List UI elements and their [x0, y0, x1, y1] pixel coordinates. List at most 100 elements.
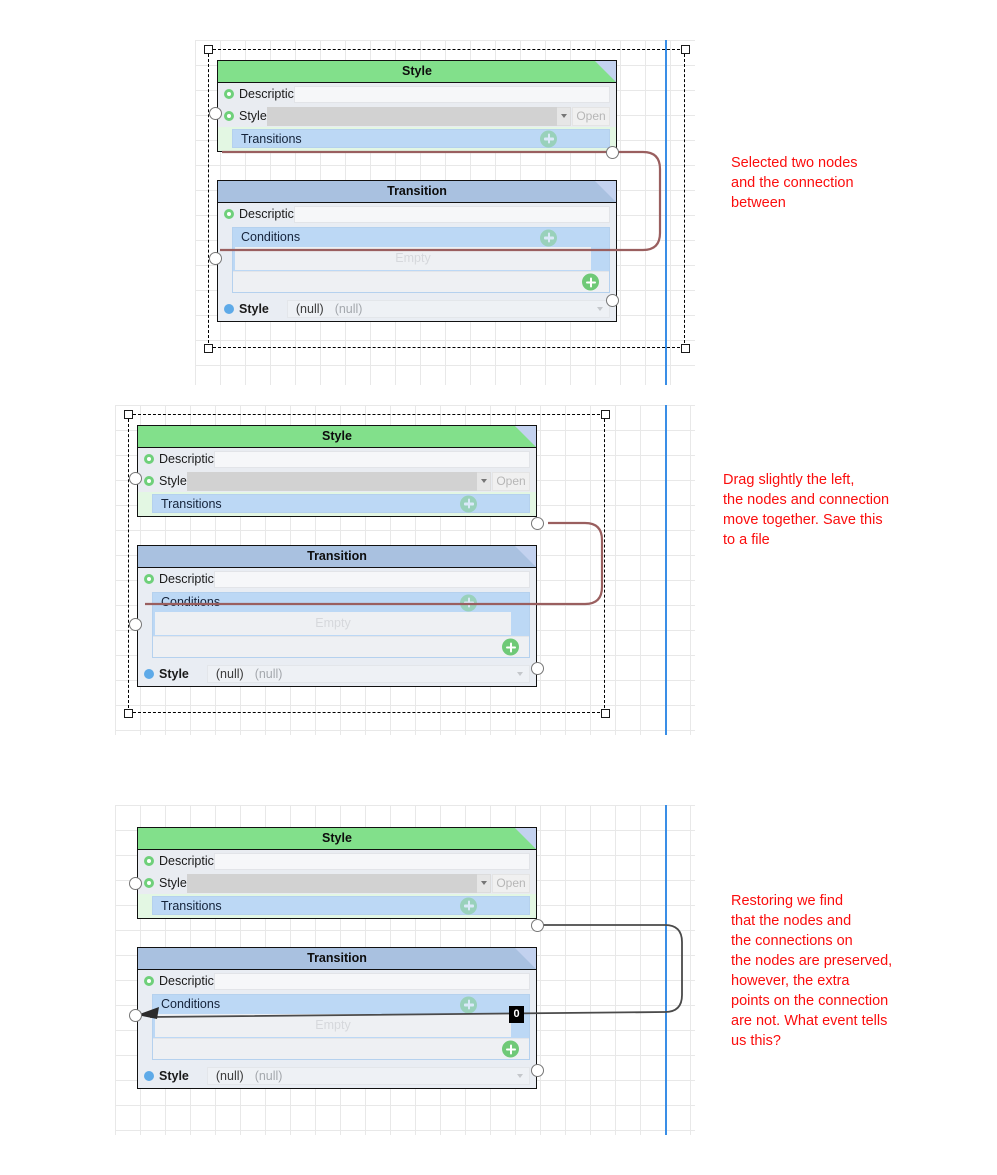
- selection-handle-top-left[interactable]: [204, 45, 213, 54]
- transitions-list-header[interactable]: Transitions: [152, 896, 530, 915]
- canvas-panel-2[interactable]: Style Descriptic Style Open Transition: [115, 405, 695, 735]
- transition-style-combo[interactable]: (null) (null): [206, 1067, 530, 1085]
- style-combo-value[interactable]: [186, 471, 477, 491]
- node-style-input-port[interactable]: [209, 107, 222, 120]
- style-combo[interactable]: [266, 106, 571, 126]
- description-input[interactable]: [213, 450, 530, 468]
- port-bullet-icon[interactable]: [144, 976, 154, 986]
- port-bullet-icon[interactable]: [144, 454, 154, 464]
- port-bullet-icon[interactable]: [224, 304, 234, 314]
- node-style[interactable]: Style Descriptic Style Open Transition: [137, 827, 537, 919]
- field-style[interactable]: Style Open: [138, 470, 536, 492]
- node-collapse-corner-icon[interactable]: [515, 828, 536, 849]
- conditions-list-header[interactable]: Conditions: [153, 995, 529, 1014]
- node-style-output-port[interactable]: [531, 919, 544, 932]
- port-bullet-icon[interactable]: [144, 476, 154, 486]
- selection-handle-bottom-right[interactable]: [681, 344, 690, 353]
- node-transition[interactable]: Transition Descriptic Conditions Empty: [217, 180, 617, 322]
- node-collapse-corner-icon[interactable]: [595, 61, 616, 82]
- chevron-down-icon[interactable]: [557, 106, 571, 126]
- node-transition-output-port[interactable]: [531, 662, 544, 675]
- node-collapse-corner-icon[interactable]: [515, 948, 536, 969]
- add-condition-plus-icon[interactable]: [582, 273, 599, 291]
- field-description[interactable]: Descriptic: [138, 850, 536, 872]
- node-collapse-corner-icon[interactable]: [515, 546, 536, 567]
- style-combo-value[interactable]: [186, 873, 477, 893]
- selection-handle-top-right[interactable]: [681, 45, 690, 54]
- field-description[interactable]: Descriptic: [138, 448, 536, 470]
- add-condition-plus-icon[interactable]: [502, 638, 519, 656]
- chevron-down-icon[interactable]: [477, 873, 491, 893]
- node-collapse-corner-icon[interactable]: [515, 426, 536, 447]
- port-bullet-icon[interactable]: [144, 574, 154, 584]
- conditions-list-header[interactable]: Conditions: [153, 593, 529, 612]
- node-transition[interactable]: Transition Descriptic Conditions Empty: [137, 545, 537, 687]
- port-bullet-icon[interactable]: [224, 111, 234, 121]
- node-transition-output-port[interactable]: [606, 294, 619, 307]
- open-button[interactable]: Open: [492, 471, 530, 491]
- node-transition-input-port[interactable]: [129, 1009, 142, 1022]
- port-bullet-icon[interactable]: [144, 1071, 154, 1081]
- description-input[interactable]: [213, 852, 530, 870]
- open-button[interactable]: Open: [492, 873, 530, 893]
- add-condition-plus-icon[interactable]: [460, 594, 477, 611]
- node-style-output-port[interactable]: [606, 146, 619, 159]
- description-input[interactable]: [293, 205, 610, 223]
- field-description[interactable]: Descriptic: [138, 970, 536, 992]
- chevron-down-icon[interactable]: [597, 307, 603, 311]
- node-transition-output-port[interactable]: [531, 1064, 544, 1077]
- selection-handle-top-left[interactable]: [124, 410, 133, 419]
- style-combo[interactable]: [186, 471, 491, 491]
- node-style-input-port[interactable]: [129, 877, 142, 890]
- chevron-down-icon[interactable]: [477, 471, 491, 491]
- port-bullet-icon[interactable]: [144, 856, 154, 866]
- open-button[interactable]: Open: [572, 106, 610, 126]
- node-style-output-port[interactable]: [531, 517, 544, 530]
- field-description[interactable]: Descriptic: [218, 203, 616, 225]
- field-transition-style[interactable]: Style (null) (null): [138, 1064, 536, 1088]
- style-combo-value[interactable]: [266, 106, 557, 126]
- field-description[interactable]: Descriptic: [218, 83, 616, 105]
- field-description[interactable]: Descriptic: [138, 568, 536, 590]
- node-style-input-port[interactable]: [129, 472, 142, 485]
- conditions-list-header[interactable]: Conditions: [233, 228, 609, 247]
- port-bullet-icon[interactable]: [224, 209, 234, 219]
- add-transition-plus-icon[interactable]: [460, 495, 477, 512]
- conditions-add-bar[interactable]: [233, 271, 609, 292]
- add-condition-plus-icon[interactable]: [502, 1040, 519, 1058]
- field-style[interactable]: Style Open: [138, 872, 536, 894]
- transition-style-combo[interactable]: (null) (null): [286, 300, 610, 318]
- port-bullet-icon[interactable]: [144, 669, 154, 679]
- node-transition[interactable]: Transition Descriptic Conditions Empty: [137, 947, 537, 1089]
- selection-marquee[interactable]: [208, 49, 685, 348]
- conditions-add-bar[interactable]: [153, 1038, 529, 1059]
- node-transition-input-port[interactable]: [129, 618, 142, 631]
- chevron-down-icon[interactable]: [517, 672, 523, 676]
- selection-handle-bottom-left[interactable]: [124, 709, 133, 718]
- canvas-panel-3[interactable]: Style Descriptic Style Open Transition: [115, 805, 695, 1135]
- transitions-list-header[interactable]: Transitions: [232, 129, 610, 148]
- chevron-down-icon[interactable]: [517, 1074, 523, 1078]
- description-input[interactable]: [293, 85, 610, 103]
- node-transition-input-port[interactable]: [209, 252, 222, 265]
- node-style[interactable]: Style Descriptic Style Open Transition: [137, 425, 537, 517]
- description-input[interactable]: [213, 972, 530, 990]
- add-transition-plus-icon[interactable]: [460, 897, 477, 914]
- add-condition-plus-icon[interactable]: [540, 229, 557, 246]
- node-style[interactable]: Style Descriptic Style Open Transition: [217, 60, 617, 152]
- field-transition-style[interactable]: Style (null) (null): [138, 662, 536, 686]
- canvas-panel-1[interactable]: Style Descriptic Style Open Transition: [195, 40, 695, 385]
- selection-handle-bottom-right[interactable]: [601, 709, 610, 718]
- add-transition-plus-icon[interactable]: [540, 130, 557, 147]
- port-bullet-icon[interactable]: [224, 89, 234, 99]
- conditions-add-bar[interactable]: [153, 636, 529, 657]
- description-input[interactable]: [213, 570, 530, 588]
- selection-marquee[interactable]: [128, 414, 605, 713]
- transitions-list-header[interactable]: Transitions: [152, 494, 530, 513]
- selection-handle-bottom-left[interactable]: [204, 344, 213, 353]
- style-combo[interactable]: [186, 873, 491, 893]
- field-style[interactable]: Style Open: [218, 105, 616, 127]
- node-collapse-corner-icon[interactable]: [595, 181, 616, 202]
- add-condition-plus-icon[interactable]: [460, 996, 477, 1013]
- field-transition-style[interactable]: Style (null) (null): [218, 297, 616, 321]
